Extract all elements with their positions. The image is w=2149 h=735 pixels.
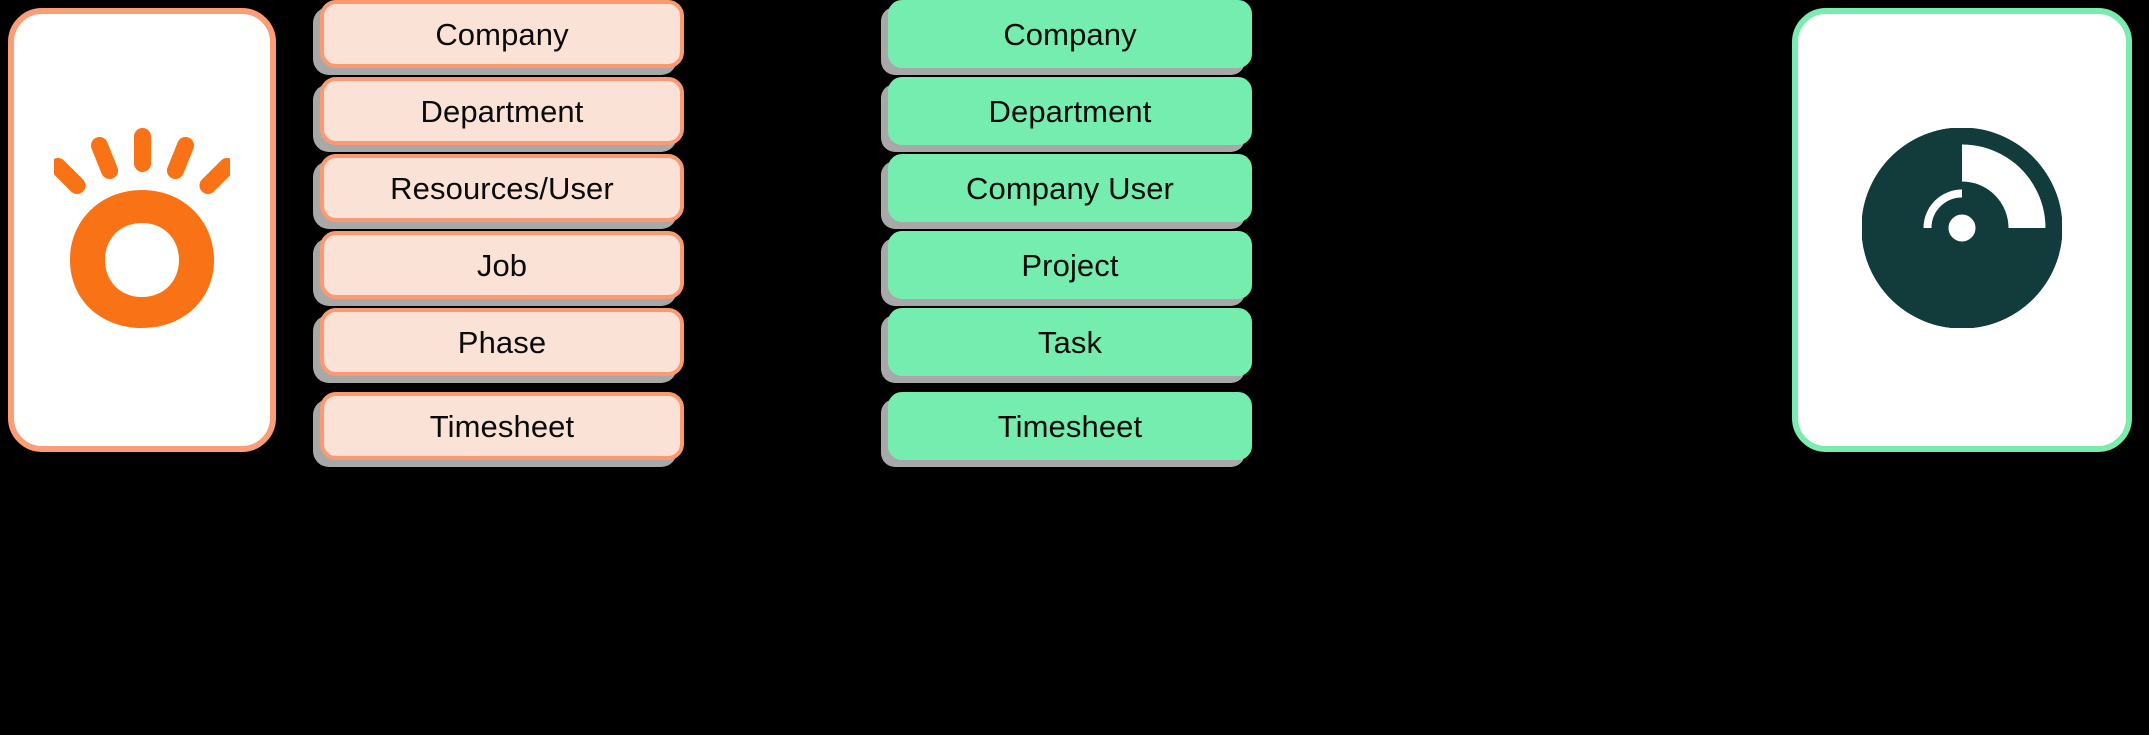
orange-product-card	[8, 8, 276, 452]
green-product-card	[1792, 8, 2132, 452]
source-hierarchy-column: Company Department Resources/User Job Ph…	[320, 0, 684, 460]
node-company-target[interactable]: Company	[888, 0, 1252, 68]
node-department-source[interactable]: Department	[320, 77, 684, 145]
node-gap	[888, 222, 1252, 231]
node-phase-source[interactable]: Phase	[320, 308, 684, 376]
node-timesheet-target[interactable]: Timesheet	[888, 392, 1252, 460]
node-task-target[interactable]: Task	[888, 308, 1252, 376]
node-gap	[888, 299, 1252, 308]
target-hierarchy-column: Company Department Company User Project …	[888, 0, 1252, 460]
node-department-target[interactable]: Department	[888, 77, 1252, 145]
concentric-fingerprint-logo-icon	[1861, 127, 2063, 333]
node-resources-user-source[interactable]: Resources/User	[320, 154, 684, 222]
node-project-target[interactable]: Project	[888, 231, 1252, 299]
sunrise-o-logo-icon	[49, 127, 236, 333]
node-gap	[320, 299, 684, 308]
node-gap	[320, 222, 684, 231]
node-gap	[320, 145, 684, 154]
node-timesheet-source[interactable]: Timesheet	[320, 392, 684, 460]
node-gap	[888, 145, 1252, 154]
node-gap	[888, 68, 1252, 77]
node-gap-large	[888, 376, 1252, 392]
node-job-source[interactable]: Job	[320, 231, 684, 299]
node-company-source[interactable]: Company	[320, 0, 684, 68]
node-gap	[320, 68, 684, 77]
node-company-user-target[interactable]: Company User	[888, 154, 1252, 222]
node-gap-large	[320, 376, 684, 392]
